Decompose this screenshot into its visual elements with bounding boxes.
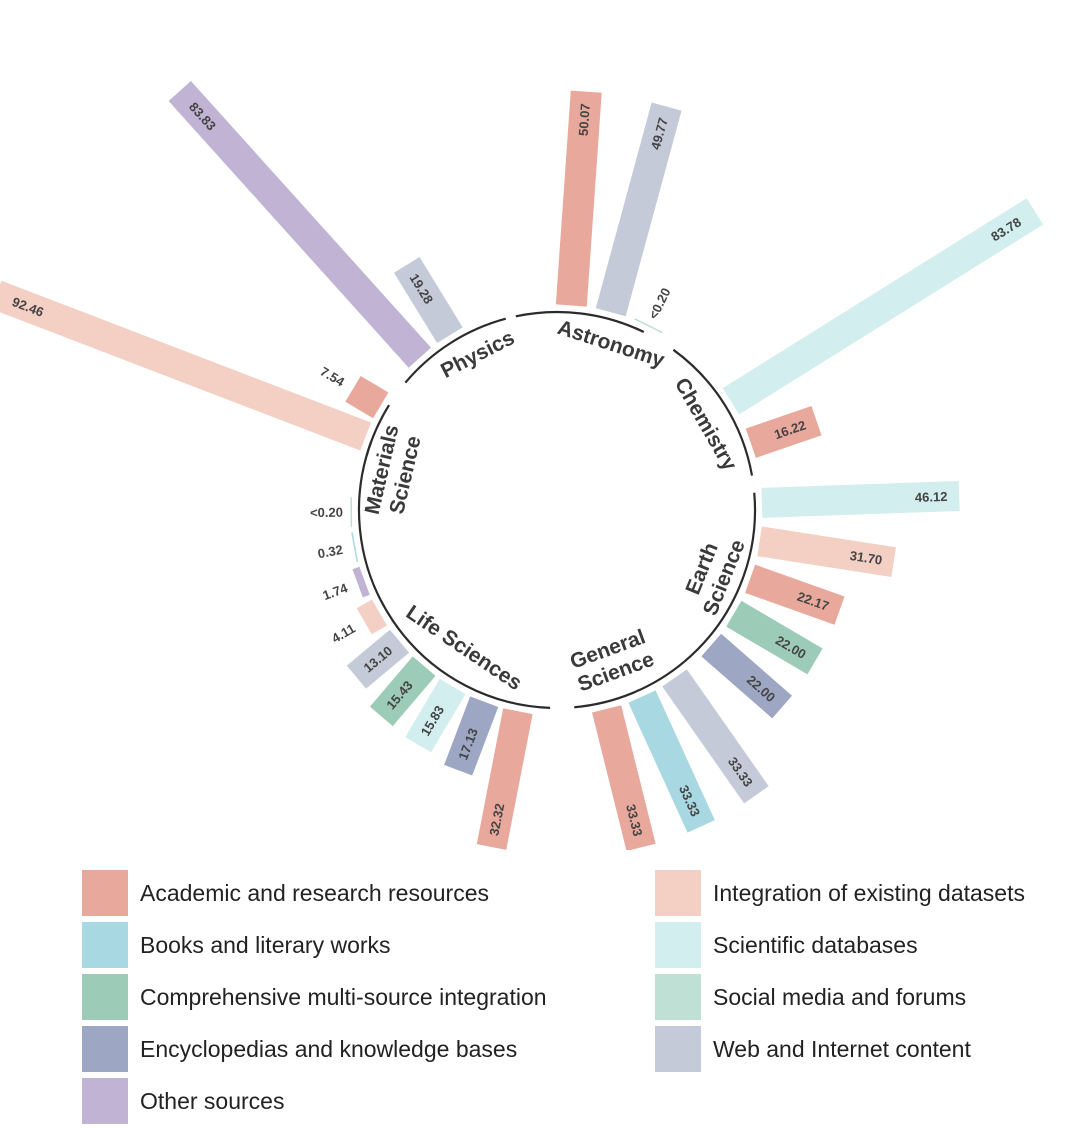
group-arc-earth-science xyxy=(683,492,757,663)
legend-label: Web and Internet content xyxy=(713,1035,971,1062)
legend-item: Social media and forums xyxy=(655,974,966,1020)
legend-label: Integration of existing datasets xyxy=(713,879,1025,906)
bar-general-science-1 xyxy=(628,690,715,833)
legend-label: Other sources xyxy=(140,1087,285,1114)
legend-swatch xyxy=(655,974,701,1020)
bar-earth-science-3 xyxy=(726,600,823,675)
bar-materials-science-0 xyxy=(0,280,371,451)
group-arc-materials-science xyxy=(365,404,391,456)
bar-general-science-0 xyxy=(592,705,656,850)
bar-life-sciences-0 xyxy=(476,708,533,850)
bar-label-life-sciences-6: 1.74 xyxy=(321,580,351,603)
legend-item: Web and Internet content xyxy=(655,1026,971,1072)
legend-item: Other sources xyxy=(82,1078,284,1124)
bar-materials-science-1 xyxy=(345,375,389,419)
bar-life-sciences-3 xyxy=(369,656,436,727)
legend-item: Scientific databases xyxy=(655,922,918,968)
legend-item: Comprehensive multi-source integration xyxy=(82,974,547,1020)
legend-swatch xyxy=(82,974,128,1020)
bar-label-materials-science-1: 7.54 xyxy=(318,364,348,390)
legend-swatch xyxy=(82,1078,128,1124)
bar-astronomy-2 xyxy=(634,318,663,334)
bar-physics-1 xyxy=(393,257,463,344)
legend-swatch xyxy=(655,1026,701,1072)
legend-item: Integration of existing datasets xyxy=(655,870,1025,916)
bar-label-life-sciences-5: 4.11 xyxy=(329,621,358,646)
legend-item: Encyclopedias and knowledge bases xyxy=(82,1026,517,1072)
bar-life-sciences-6 xyxy=(352,566,370,598)
bar-earth-science-1 xyxy=(757,526,896,577)
bar-physics-0 xyxy=(168,80,431,368)
group-label-general-science: GeneralScience xyxy=(566,625,657,696)
bar-chemistry-1 xyxy=(745,406,822,458)
bar-label-astronomy-2: <0.20 xyxy=(645,285,673,321)
legend-swatch xyxy=(655,870,701,916)
group-life-sciences: 32.3217.1315.8315.4313.104.111.740.32<0.… xyxy=(310,441,551,850)
bar-life-sciences-7 xyxy=(351,532,359,563)
legend-label: Encyclopedias and knowledge bases xyxy=(140,1035,518,1062)
bar-earth-science-0 xyxy=(761,480,960,518)
legend-label: Comprehensive multi-source integration xyxy=(140,983,547,1010)
legend-label: Academic and research resources xyxy=(140,879,489,906)
bar-chemistry-0 xyxy=(722,198,1044,415)
legend-label: Social media and forums xyxy=(713,983,967,1010)
group-label-materials-science: MaterialsScience xyxy=(360,423,426,522)
bar-life-sciences-8 xyxy=(350,497,353,528)
bar-life-sciences-2 xyxy=(405,678,466,753)
bar-life-sciences-5 xyxy=(356,599,387,635)
group-label-astronomy: Astronomy xyxy=(555,315,668,371)
group-arc-chemistry xyxy=(672,348,754,476)
group-arc-general-science xyxy=(574,660,685,709)
bar-life-sciences-4 xyxy=(346,629,410,689)
group-arc-physics xyxy=(404,317,507,384)
bar-label-earth-science-0: 46.12 xyxy=(915,489,948,505)
bar-label-life-sciences-0: 32.32 xyxy=(486,802,507,837)
bar-label-life-sciences-8: <0.20 xyxy=(310,505,343,520)
legend-swatch xyxy=(655,922,701,968)
bar-label-astronomy-0: 50.07 xyxy=(576,103,593,137)
legend-item: Academic and research resources xyxy=(82,870,489,916)
legend-swatch xyxy=(82,1026,128,1072)
bar-general-science-2 xyxy=(662,669,769,804)
group-label-earth-science: EarthScience xyxy=(676,527,749,618)
bar-earth-science-4 xyxy=(701,633,792,719)
bar-life-sciences-1 xyxy=(444,696,499,776)
legend-swatch xyxy=(82,870,128,916)
legend-swatch xyxy=(82,922,128,968)
bar-earth-science-2 xyxy=(745,564,845,625)
bar-label-earth-science-1: 31.70 xyxy=(849,548,883,568)
bar-astronomy-1 xyxy=(595,102,682,317)
group-arc-astronomy xyxy=(515,310,645,334)
legend-label: Scientific databases xyxy=(713,931,918,958)
bar-label-life-sciences-7: 0.32 xyxy=(316,542,344,561)
legend-label: Books and literary works xyxy=(140,931,391,958)
bar-astronomy-0 xyxy=(555,90,602,307)
group-arc-life-sciences xyxy=(357,441,551,709)
legend-item: Books and literary works xyxy=(82,922,391,968)
